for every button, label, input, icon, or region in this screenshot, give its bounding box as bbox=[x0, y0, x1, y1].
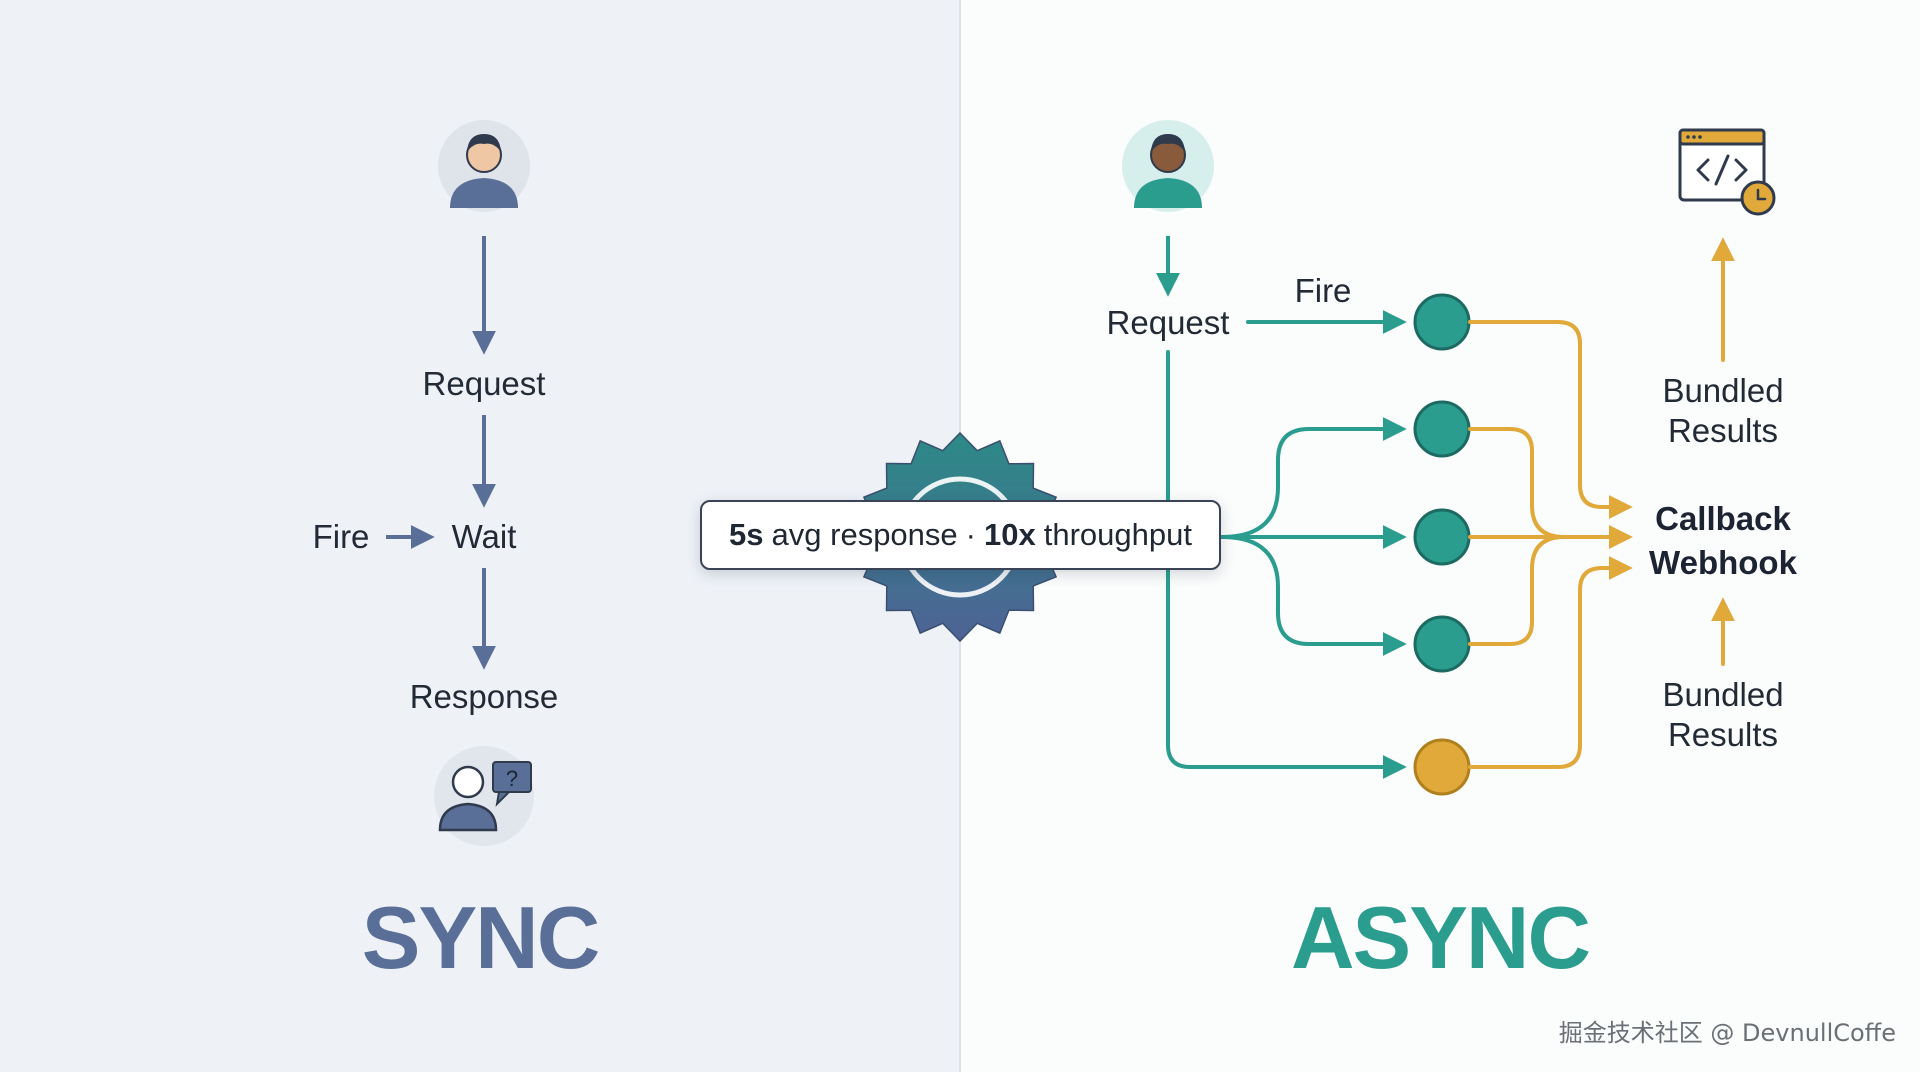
question-mark: ? bbox=[506, 766, 518, 791]
async-fire-label: Fire bbox=[1295, 272, 1352, 309]
badge-text-throughput: throughput bbox=[1043, 517, 1192, 552]
async-title: ASYNC bbox=[1291, 888, 1589, 987]
worker-node-3 bbox=[1413, 508, 1471, 566]
worker-node-1 bbox=[1413, 293, 1471, 351]
worker-node-4 bbox=[1413, 615, 1471, 673]
flow-branch-2 bbox=[1220, 417, 1407, 539]
flow-vertical-5 bbox=[1166, 350, 1407, 779]
badge-text-response: avg response bbox=[771, 517, 958, 552]
sync-user-icon bbox=[438, 120, 530, 212]
gold-flow-5 bbox=[1468, 556, 1633, 769]
sync-request-label: Request bbox=[423, 365, 546, 402]
sync-response-label: Response bbox=[410, 678, 559, 715]
badge-value-throughput: 10x bbox=[983, 517, 1036, 552]
worker-nodes bbox=[1413, 293, 1471, 796]
sync-fire-label: Fire bbox=[313, 518, 370, 555]
stats-badge: 5s avg response · 10x throughput bbox=[700, 500, 1221, 570]
watermark: 掘金技术社区 @ DevnullCoffe bbox=[1558, 1019, 1896, 1047]
sync-wait-label: Wait bbox=[452, 518, 517, 555]
async-gold-flows bbox=[1468, 237, 1735, 769]
bundled-results-top-line1: Bundled bbox=[1662, 372, 1783, 409]
badge-separator: · bbox=[965, 517, 976, 552]
gold-flow-4 bbox=[1468, 535, 1566, 646]
bundled-results-top-line2: Results bbox=[1668, 412, 1778, 449]
sync-title: SYNC bbox=[362, 888, 599, 987]
code-window-clock-icon bbox=[1678, 128, 1776, 216]
flow-branch-4 bbox=[1220, 535, 1407, 656]
bundled-results-bottom-line1: Bundled bbox=[1662, 676, 1783, 713]
sync-user-question-icon: ? bbox=[434, 746, 534, 846]
async-teal-flows bbox=[1166, 310, 1407, 779]
webhook-label: Webhook bbox=[1649, 544, 1798, 581]
gold-flow-1 bbox=[1468, 320, 1633, 519]
async-request-label: Request bbox=[1107, 304, 1230, 341]
badge-value-response: 5s bbox=[729, 517, 764, 552]
worker-node-2 bbox=[1413, 400, 1471, 458]
callback-label: Callback bbox=[1655, 500, 1791, 537]
bundled-results-bottom-line2: Results bbox=[1668, 716, 1778, 753]
async-user-icon bbox=[1122, 120, 1214, 212]
worker-node-5 bbox=[1413, 738, 1471, 796]
